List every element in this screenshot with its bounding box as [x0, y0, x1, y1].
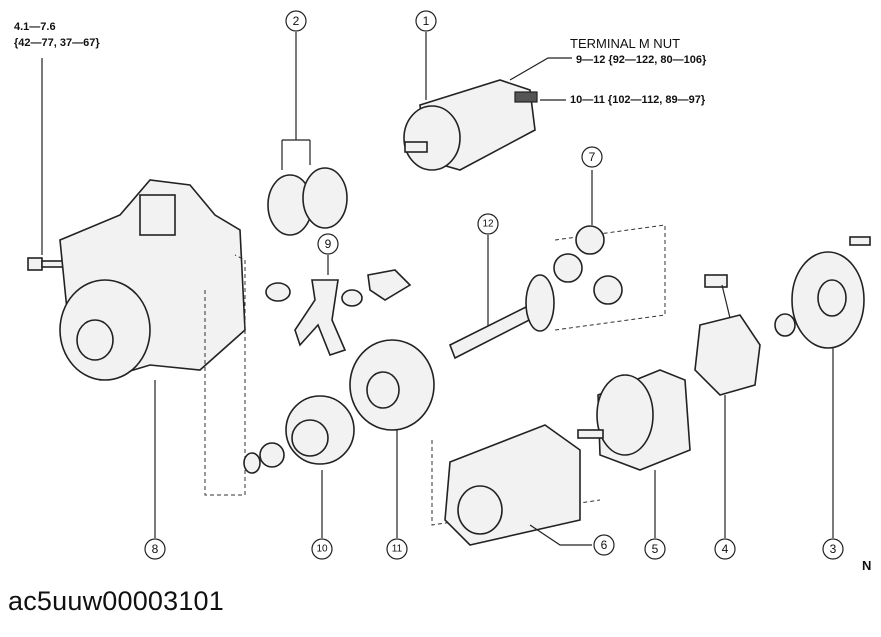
terminal-spec1: 9—12 {92—122, 80—106} [576, 54, 707, 66]
svg-text:8: 8 [152, 542, 159, 556]
svg-text:9: 9 [325, 237, 332, 251]
svg-text:2: 2 [293, 14, 300, 28]
svg-text:7: 7 [589, 150, 596, 164]
yoke [431, 424, 601, 546]
solenoid [403, 32, 538, 171]
svg-text:3: 3 [830, 542, 837, 556]
drive-lever [265, 255, 412, 356]
callout-12: 12 [477, 213, 499, 235]
rear-cover [774, 236, 871, 538]
brush-holder [694, 274, 761, 538]
callout-10: 10 [311, 538, 333, 560]
callout-6: 6 [593, 534, 615, 556]
terminal-spec2: 10—11 {102—112, 89—97} [570, 94, 706, 106]
bolt-torque-line1: 4.1—7.6 [14, 21, 56, 33]
armature [577, 369, 691, 538]
callout-11: 11 [386, 538, 408, 560]
terminal-title: TERMINAL M NUT [570, 36, 680, 51]
callout-3: 3 [822, 538, 844, 560]
bolt [27, 58, 65, 271]
front-housing [59, 179, 246, 538]
callout-2: 2 [285, 10, 307, 32]
svg-text:11: 11 [392, 544, 403, 555]
svg-text:12: 12 [482, 219, 494, 230]
internal-gear [349, 339, 435, 538]
pinion-gear [243, 395, 355, 538]
callout-1: 1 [415, 10, 437, 32]
svg-text:1: 1 [423, 14, 430, 28]
planet-gears [553, 170, 623, 305]
callout-4: 4 [714, 538, 736, 560]
svg-text:6: 6 [601, 538, 608, 552]
callout-9: 9 [317, 233, 339, 255]
edge-mark: N [862, 558, 871, 573]
terminal-leader-1 [509, 57, 572, 81]
callout-5: 5 [644, 538, 666, 560]
callout-8: 8 [144, 538, 166, 560]
svg-text:10: 10 [316, 544, 328, 555]
svg-text:5: 5 [652, 542, 659, 556]
carrier-shaft [448, 224, 666, 360]
bolt-torque-line2: {42—77, 37—67} [14, 37, 100, 49]
callout-7: 7 [581, 146, 603, 168]
figure-caption: ac5uuw00003101 [8, 586, 224, 616]
gasket-pair [267, 32, 348, 236]
svg-text:4: 4 [722, 542, 729, 556]
